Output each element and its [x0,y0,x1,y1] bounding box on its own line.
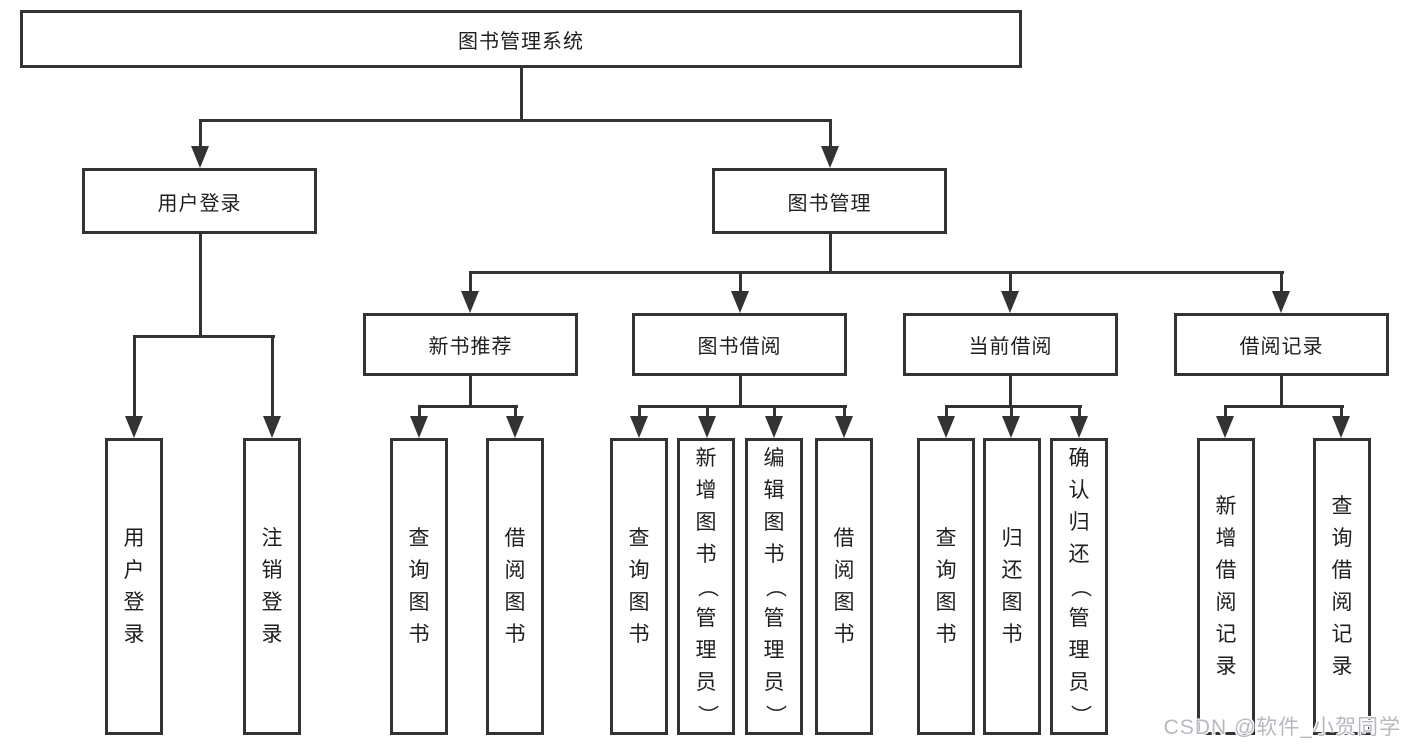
leaf-logout-login: 注销登录 [243,438,301,735]
connector-drop-leaf-logout [271,335,274,416]
leaf-query-borrow-record: 查询借阅记录 [1313,438,1371,735]
connector-borrow-records-stub [1280,376,1283,407]
arrow-down-icon [263,416,281,438]
connector-book-management-split [469,271,1284,274]
leaf-query-books-recommend: 查询图书 [390,438,448,735]
leaf-borrow-books-recommend: 借阅图书 [486,438,544,735]
node-library-management-system-label: 图书管理系统 [458,30,584,53]
leaf-edit-book-admin: 编辑图书（管理员） [745,438,803,735]
connector-drop-borrow-records [1280,271,1283,293]
arrow-down-icon [506,416,524,438]
leaf-query-borrow-record-label: 查询借阅记录 [1331,494,1353,678]
connector-drop [638,405,641,416]
connector-book-borrow-split [638,405,847,408]
arrow-down-icon [125,416,143,438]
connector-root-stub [520,67,523,122]
arrow-down-icon [1272,291,1290,313]
arrow-down-icon [1002,416,1020,438]
connector-new-book-stub [469,376,472,407]
connector-user-login-stub [199,233,202,337]
arrow-down-icon [698,416,716,438]
node-borrow-records-label: 借阅记录 [1239,336,1324,358]
node-user-login-label: 用户登录 [157,192,242,215]
arrow-down-icon [1070,416,1088,438]
leaf-add-borrow-record-label: 新增借阅记录 [1215,494,1237,678]
connector-book-management-stub [829,233,832,273]
leaf-return-book: 归还图书 [983,438,1041,735]
connector-drop [706,405,709,416]
arrow-down-icon [821,146,839,168]
connector-drop-current-borrow [1009,271,1012,293]
connector-drop [1078,405,1081,416]
node-new-book-recommend: 新书推荐 [363,313,578,376]
connector-drop [945,405,948,416]
connector-drop [1340,405,1343,416]
arrow-down-icon [630,416,648,438]
connector-root-split [199,119,832,122]
connector-drop [773,405,776,416]
connector-drop-book-management [829,119,832,148]
connector-drop-new-book [469,271,472,293]
connector-drop [1010,405,1013,416]
arrow-down-icon [461,291,479,313]
connector-drop [843,405,846,416]
leaf-query-books-borrow-label: 查询图书 [628,526,650,646]
node-book-management: 图书管理 [712,168,947,234]
leaf-user-login: 用户登录 [105,438,163,735]
node-current-borrow: 当前借阅 [903,313,1118,376]
node-new-book-recommend-label: 新书推荐 [428,336,513,358]
leaf-logout-login-label: 注销登录 [261,526,283,646]
leaf-add-borrow-record: 新增借阅记录 [1197,438,1255,735]
arrow-down-icon [1332,416,1350,438]
connector-borrow-records-split [1224,405,1344,408]
csdn-watermark: CSDN @软件_小贺同学 [1163,716,1401,739]
node-user-login: 用户登录 [82,168,317,234]
leaf-borrow-books-recommend-label: 借阅图书 [504,526,526,646]
node-book-borrow: 图书借阅 [632,313,847,376]
connector-book-borrow-stub [739,376,742,407]
arrow-down-icon [765,416,783,438]
node-book-management-label: 图书管理 [787,192,872,215]
arrow-down-icon [1216,416,1234,438]
leaf-borrow-books: 借阅图书 [815,438,873,735]
connector-drop [514,405,517,416]
leaf-query-books-current: 查询图书 [917,438,975,735]
arrow-down-icon [1001,291,1019,313]
leaf-return-book-label: 归还图书 [1001,526,1023,646]
node-current-borrow-label: 当前借阅 [968,336,1053,358]
connector-current-borrow-stub [1009,376,1012,407]
connector-current-borrow-split [945,405,1082,408]
node-book-borrow-label: 图书借阅 [697,336,782,358]
connector-user-login-split [133,335,275,338]
connector-new-book-split [418,405,518,408]
connector-drop [1224,405,1227,416]
arrow-down-icon [191,146,209,168]
leaf-confirm-return-admin: 确认归还（管理员） [1050,438,1108,735]
arrow-down-icon [937,416,955,438]
connector-drop-book-borrow [739,271,742,293]
node-library-management-system: 图书管理系统 [20,10,1022,68]
connector-drop-leaf-user-login [133,335,136,416]
leaf-user-login-label: 用户登录 [123,526,145,646]
connector-drop-user-login [199,119,202,148]
leaf-add-book-admin: 新增图书（管理员） [677,438,735,735]
node-borrow-records: 借阅记录 [1174,313,1389,376]
connector-drop [418,405,421,416]
leaf-confirm-return-admin-label: 确认归还（管理员） [1068,446,1091,726]
leaf-borrow-books-label: 借阅图书 [833,526,855,646]
leaf-query-books-recommend-label: 查询图书 [408,526,430,646]
leaf-edit-book-admin-label: 编辑图书（管理员） [763,446,786,726]
leaf-query-books-borrow: 查询图书 [610,438,668,735]
arrow-down-icon [835,416,853,438]
leaf-add-book-admin-label: 新增图书（管理员） [695,446,718,726]
arrow-down-icon [410,416,428,438]
arrow-down-icon [731,291,749,313]
leaf-query-books-current-label: 查询图书 [935,526,957,646]
